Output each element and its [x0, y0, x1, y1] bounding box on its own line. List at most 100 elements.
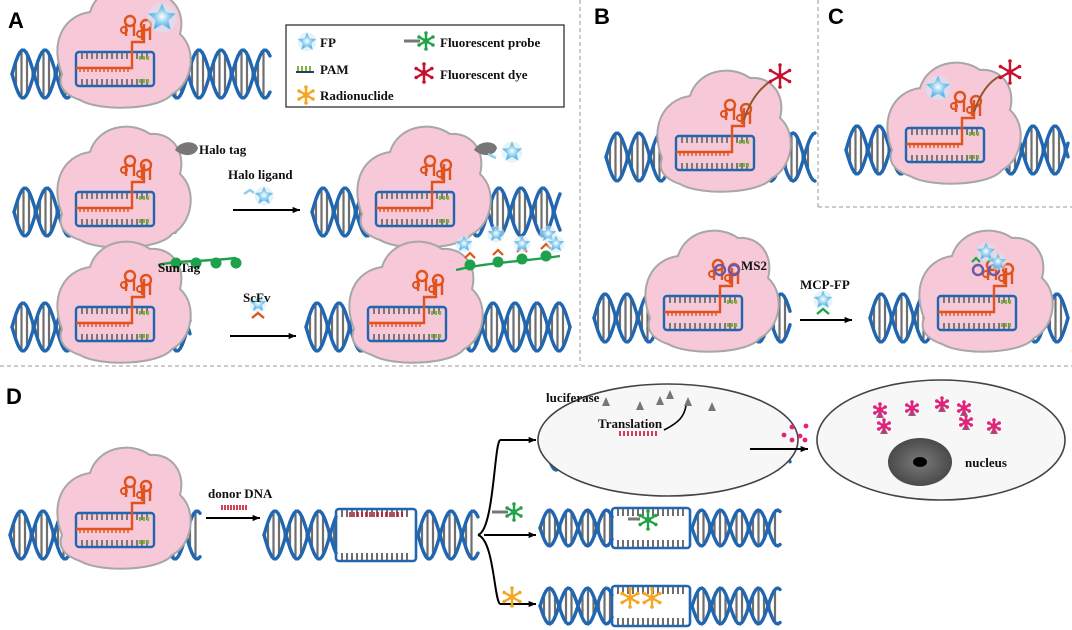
legend-radionuclide-icon — [297, 85, 315, 105]
legend-fp-label: FP — [320, 35, 336, 50]
fp-star — [925, 75, 951, 99]
cas9-body — [356, 125, 492, 249]
panel-letter-c: C — [828, 4, 844, 29]
donor-dna-label: donor DNA — [208, 486, 273, 501]
halo-ligand-label: Halo ligand — [228, 167, 293, 182]
legend-dye-icon — [414, 62, 434, 84]
luciferase-signal — [873, 402, 887, 418]
fp-star — [813, 290, 833, 308]
fluorescent-probe — [505, 502, 523, 522]
dna-helix — [538, 584, 782, 628]
luciferase-arrow — [750, 445, 808, 453]
fluorescent-dye — [998, 59, 1022, 85]
branch-arrow-top — [500, 436, 536, 444]
grna-strand — [76, 279, 146, 325]
luciferase-mark — [666, 390, 674, 399]
suntag-bead — [464, 259, 476, 271]
cas9-complex — [56, 446, 192, 570]
cas9-complex — [644, 229, 780, 353]
grna-hairpin — [120, 14, 137, 36]
dna-helix — [538, 506, 782, 550]
legend-dye-label: Fluorescent dye — [440, 67, 528, 82]
cas9-body — [56, 240, 192, 364]
dna-strand — [538, 586, 782, 626]
fp-star — [501, 141, 523, 161]
grna-hairpin — [436, 158, 453, 180]
panel-letter-a: A — [8, 8, 24, 33]
halo-tag-shape — [474, 142, 497, 156]
mcp-fp-arrow — [800, 316, 852, 324]
grna-hairpin — [120, 154, 137, 176]
legend-fp-icon — [297, 32, 317, 50]
grna-strand — [76, 485, 146, 531]
panel-letter-d: D — [6, 384, 22, 409]
grna-hairpin — [136, 273, 153, 295]
cas9-body — [918, 229, 1054, 353]
luciferase-mark — [708, 402, 716, 411]
cas9-body — [56, 125, 192, 249]
suntag-bead — [540, 250, 552, 262]
suntag-bead — [170, 257, 182, 269]
legend-pam-label: PAM — [320, 62, 349, 77]
fp-star — [455, 235, 473, 252]
cas9-complex — [56, 240, 192, 364]
suntag-bead — [230, 257, 242, 269]
fp-star — [513, 235, 531, 252]
cas9-complex — [886, 61, 1022, 185]
pink-dot — [789, 424, 795, 430]
pink-dot — [797, 433, 803, 439]
grna-hairpin — [420, 154, 437, 176]
dye-linker — [973, 75, 1001, 113]
fluorescent-dye — [768, 63, 792, 89]
grna-hairpin — [136, 158, 153, 180]
cas9-body — [886, 61, 1022, 185]
pink-dot — [789, 437, 795, 443]
scfv-arrow — [230, 332, 296, 340]
ms2-loop — [727, 263, 741, 277]
dna-strand — [538, 508, 782, 548]
cas9-layer — [56, 0, 1054, 570]
dna-bubble — [610, 584, 692, 628]
legend-radionuclide-label: Radionuclide — [320, 88, 394, 103]
cas9-body — [56, 446, 192, 570]
suntag-label: SunTag — [158, 260, 201, 275]
grna-strand — [664, 268, 734, 314]
fp-star — [147, 3, 177, 30]
dna-bubble — [334, 507, 418, 563]
suntag-bead — [190, 257, 202, 269]
luciferase-signal — [935, 396, 949, 412]
halo-ligand-mark — [243, 188, 255, 195]
dna-bubble — [610, 506, 692, 550]
luciferase-mark — [656, 396, 664, 405]
pink-dot — [803, 423, 809, 429]
radionuclide-mark — [642, 587, 662, 609]
grna-strand — [376, 164, 446, 210]
legend: FP PAM Radionuclide Fluorescent probe Fl… — [285, 24, 565, 108]
suntag-bead — [492, 256, 504, 268]
cas9-body — [644, 229, 780, 353]
halo-ligand-arrow — [233, 206, 300, 214]
grna-strand — [368, 279, 438, 325]
suntag-bead — [210, 257, 222, 269]
scfv-label: ScFv — [243, 290, 271, 305]
ms2-loop — [713, 263, 727, 277]
branch-arrows — [477, 439, 501, 605]
panel-dividers — [0, 0, 1072, 367]
grna-hairpin — [136, 479, 153, 501]
branch-arrow-mid — [484, 531, 536, 539]
dna-strand — [538, 508, 782, 548]
grna-strand — [76, 24, 146, 70]
translation-label: Translation — [598, 416, 663, 431]
dna-helix — [262, 507, 480, 563]
grna-strand — [938, 268, 1008, 314]
scfv-mark — [251, 311, 265, 319]
ms2-loop — [971, 263, 985, 277]
grna-hairpin — [950, 90, 967, 112]
halo-tag-shape — [175, 142, 198, 156]
luciferase-signal — [905, 400, 919, 416]
halo-tag-label: Halo tag — [199, 142, 247, 157]
panel-letter-b: B — [594, 4, 610, 29]
dna-strand — [538, 586, 782, 626]
legend-probe-label: Fluorescent probe — [440, 35, 540, 50]
